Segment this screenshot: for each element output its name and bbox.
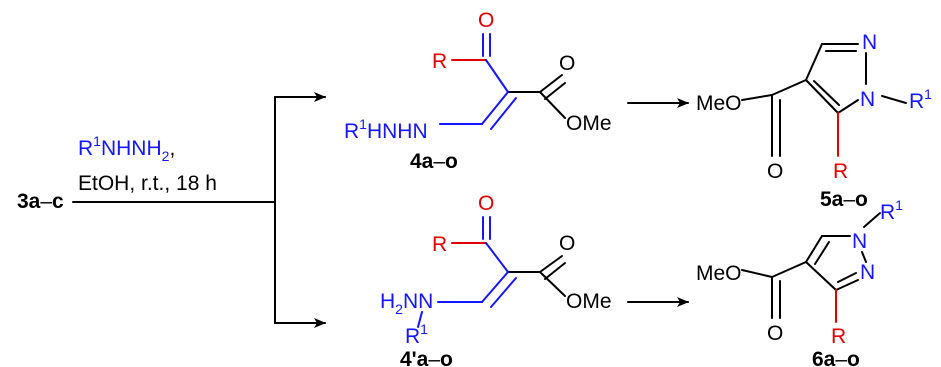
c4-ester-co-b bbox=[544, 82, 566, 100]
c4p-ester-co-a bbox=[539, 255, 563, 273]
compound-4-prime-label: 4'a–o bbox=[400, 348, 453, 367]
c4p-alkene-a bbox=[481, 271, 509, 303]
c5-c5-n1 bbox=[837, 99, 859, 114]
c6-oxygen: O bbox=[767, 322, 783, 345]
c5-n2: N bbox=[862, 31, 877, 54]
c5-oxygen: O bbox=[767, 160, 783, 183]
c6-c4-carbonyl bbox=[771, 261, 807, 278]
c4p-oxygen-ketone: O bbox=[478, 192, 494, 215]
compound-4-label: 4a–o bbox=[410, 150, 458, 173]
c4-oxygen-ester: O bbox=[559, 52, 575, 75]
c5-n1: N bbox=[860, 88, 875, 111]
c6-c5-c4-b bbox=[814, 241, 830, 265]
reaction-conditions: EtOH, r.t., 18 h bbox=[78, 172, 217, 195]
compound-4: O R O OMe R1HNHN 4a–o bbox=[344, 9, 612, 173]
c6-n1-n2 bbox=[861, 251, 867, 263]
c4-alkene-a bbox=[481, 91, 509, 125]
c5-meo: MeO bbox=[696, 92, 742, 115]
c5-c4-c5-inner bbox=[813, 80, 840, 106]
c6-r1: R1 bbox=[880, 197, 903, 224]
c4p-r-group: R bbox=[432, 233, 447, 256]
c5-n1-r1 bbox=[881, 95, 907, 104]
starting-material-label: 3a–c bbox=[17, 190, 64, 213]
c4p-n-to-r1 bbox=[417, 311, 423, 328]
fork-arrows bbox=[72, 92, 326, 328]
c5-c4-c5 bbox=[805, 79, 839, 114]
c6-o-carbonyl bbox=[741, 269, 773, 278]
compound-4-prime: O R O OMe H2NN R1 4'a–o bbox=[380, 192, 612, 367]
compound-6-label: 6a–o bbox=[812, 348, 860, 367]
reagents: R1NHNH2, EtOH, r.t., 18 h bbox=[78, 133, 217, 195]
c4-oxygen-ketone: O bbox=[478, 9, 494, 32]
c6-n1: N bbox=[852, 230, 867, 253]
c4-ketone-to-alpha bbox=[485, 59, 509, 93]
c4p-ome: OMe bbox=[566, 290, 612, 313]
c6-c5-c4-a bbox=[805, 235, 823, 263]
c6-meo: MeO bbox=[696, 262, 742, 285]
c5-o-carbonyl bbox=[741, 94, 773, 101]
c4p-ketone-to-alpha bbox=[485, 242, 509, 273]
c6-c3-n2-b bbox=[837, 272, 857, 283]
compound-5-label: 5a–o bbox=[820, 188, 868, 211]
c6-c3-n2-a bbox=[835, 279, 859, 291]
c5-r1: R1 bbox=[909, 86, 932, 113]
c4p-ester-o bbox=[539, 271, 566, 297]
c4p-r1: R1 bbox=[405, 321, 428, 348]
c4-ester-o bbox=[539, 91, 566, 119]
compound-6: R1 N N MeO O R 6a–o bbox=[696, 197, 903, 367]
c6-n2: N bbox=[860, 261, 875, 284]
c5-c4-carbonyl bbox=[771, 79, 807, 96]
c4p-ester-co-b bbox=[544, 262, 566, 280]
c4-hydrazine: R1HNHN bbox=[344, 116, 428, 143]
c5-c3-c4 bbox=[805, 43, 823, 81]
c6-n1-r1 bbox=[863, 212, 881, 228]
c4-alkene-b bbox=[490, 97, 517, 130]
c4-ester-co-a bbox=[539, 74, 563, 93]
compound-5: N N MeO R1 O R 5a–o bbox=[696, 31, 932, 211]
reagent-hydrazine: R1NHNH2, bbox=[78, 133, 175, 164]
c4-ome: OMe bbox=[566, 112, 612, 135]
c6-c4-c3 bbox=[805, 261, 837, 291]
c4p-oxygen-ester: O bbox=[559, 232, 575, 255]
c4p-alkene-b bbox=[490, 277, 517, 308]
c5-r-group: R bbox=[833, 160, 848, 183]
c4p-h2nn: H2NN bbox=[380, 290, 433, 317]
c6-r-group: R bbox=[831, 325, 846, 348]
c4-r-group: R bbox=[432, 50, 447, 73]
